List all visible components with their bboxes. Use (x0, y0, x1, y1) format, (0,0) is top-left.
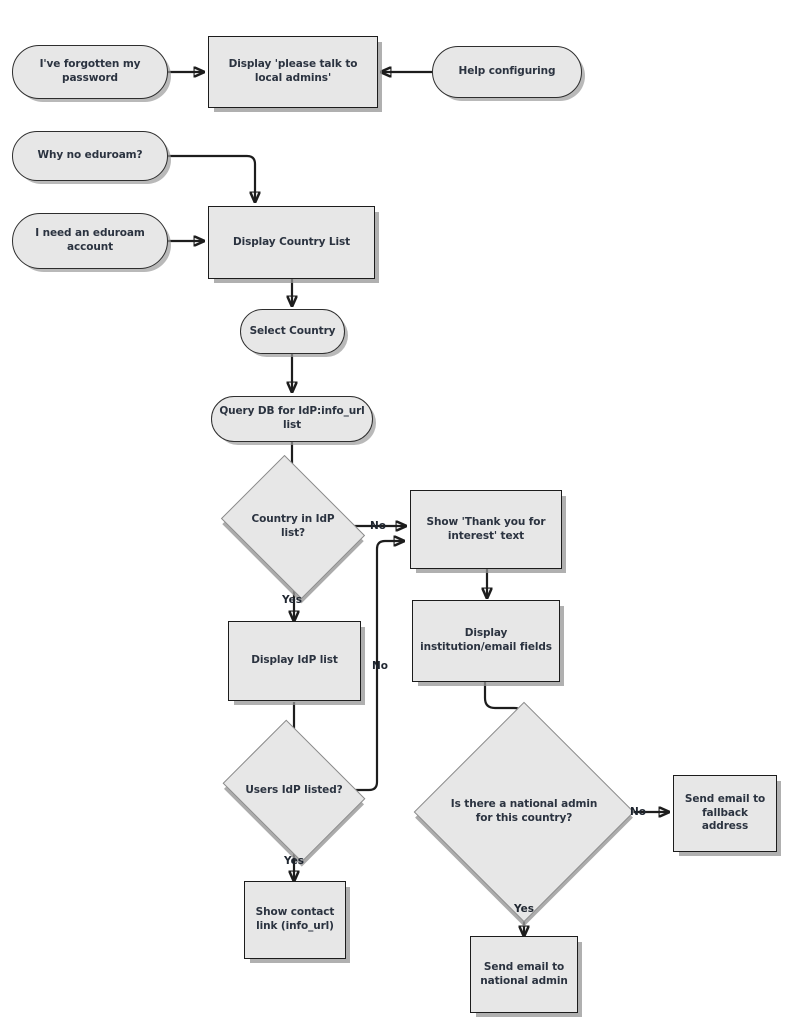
node-thank-you-text[interactable]: Show 'Thank you for interest' text (410, 490, 562, 569)
edge-label-users-no: No (372, 660, 389, 672)
node-display-country-list[interactable]: Display Country List (208, 206, 375, 279)
edge-label-admin-no: No (630, 806, 647, 818)
edge-label-country-yes: Yes (282, 594, 303, 606)
node-users-idp-listed[interactable]: Users IdP listed? (222, 719, 366, 863)
node-query-db[interactable]: Query DB for IdP:info_url list (211, 396, 373, 442)
node-send-fallback-email[interactable]: Send email to fallback address (673, 775, 777, 852)
node-show-contact-link[interactable]: Show contact link (info_url) (244, 881, 346, 959)
node-label: Users IdP listed? (245, 784, 343, 797)
node-label: Display Country List (232, 235, 351, 248)
node-need-eduroam-account[interactable]: I need an eduroam account (12, 213, 168, 269)
node-select-country[interactable]: Select Country (240, 309, 345, 354)
node-country-in-idp-list[interactable]: Country in IdP list? (220, 454, 366, 600)
node-label: Query DB for IdP:info_url list (219, 405, 365, 431)
edge-whyno-to-countrylist (168, 154, 255, 201)
node-why-no-eduroam[interactable]: Why no eduroam? (12, 131, 168, 181)
edge-label-admin-yes: Yes (514, 903, 535, 915)
node-label: Display 'please talk to local admins' (228, 58, 358, 84)
node-label: Country in IdP list? (251, 513, 335, 539)
node-label: Send email to fallback address (684, 792, 766, 833)
node-label: I've forgotten my password (39, 58, 141, 84)
node-label: Why no eduroam? (37, 149, 143, 162)
edge-label-country-no: No (370, 520, 387, 532)
node-forgotten-password[interactable]: I've forgotten my password (12, 45, 168, 99)
node-display-institution-fields[interactable]: Display institution/email fields (412, 600, 560, 682)
node-national-admin-question[interactable]: Is there a national admin for this count… (413, 701, 635, 923)
node-label: Send email to national admin (480, 960, 568, 987)
node-label: Display IdP list (251, 654, 338, 667)
node-label: Select Country (249, 324, 336, 337)
node-display-local-admins[interactable]: Display 'please talk to local admins' (208, 36, 378, 108)
node-label: Help configuring (458, 65, 556, 78)
node-label: Show contact link (info_url) (255, 906, 335, 932)
node-display-idp-list[interactable]: Display IdP list (228, 621, 361, 701)
node-label: I need an eduroam account (35, 227, 145, 253)
edge-label-users-yes: Yes (284, 855, 305, 867)
node-label: Display institution/email fields (420, 627, 552, 653)
node-help-configuring[interactable]: Help configuring (432, 46, 582, 98)
node-label: Show 'Thank you for interest' text (426, 515, 546, 542)
node-label: Is there a national admin for this count… (450, 798, 598, 824)
node-send-national-admin-email[interactable]: Send email to national admin (470, 936, 578, 1013)
